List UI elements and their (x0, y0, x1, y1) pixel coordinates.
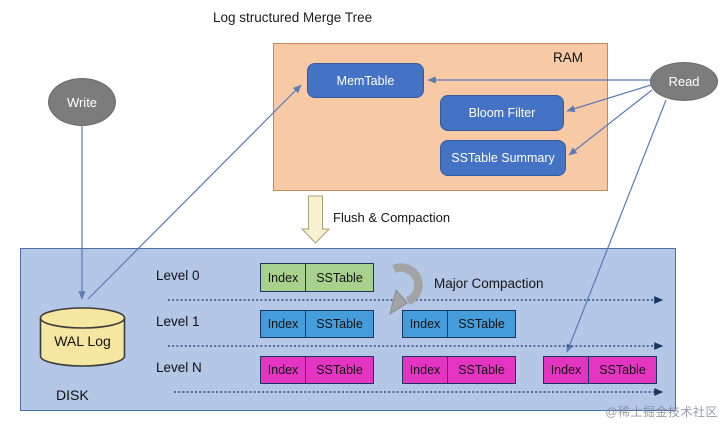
level-n-sstable-group: Index SSTable (260, 356, 374, 384)
bloom-filter-node: Bloom Filter (440, 95, 564, 131)
index-cell: Index (403, 311, 448, 337)
sstable-cell: SSTable (589, 357, 656, 383)
sstable-cell: SSTable (306, 357, 373, 383)
write-actor: Write (48, 78, 116, 126)
ram-label: RAM (553, 50, 583, 65)
watermark: @稀土掘金技术社区 (605, 405, 718, 419)
disk-label: DISK (56, 387, 89, 403)
memtable-node: MemTable (307, 63, 424, 98)
level-0-label: Level 0 (156, 268, 200, 283)
sstable-cell: SSTable (306, 311, 373, 337)
index-cell: Index (544, 357, 589, 383)
level-n-sstable-group: Index SSTable (402, 356, 516, 384)
level-1-label: Level 1 (156, 314, 200, 329)
index-cell: Index (261, 264, 306, 291)
sstable-summary-node: SSTable Summary (440, 140, 566, 176)
sstable-cell: SSTable (306, 264, 373, 291)
diagram-title: Log structured Merge Tree (213, 10, 373, 25)
level-n-sstable-group: Index SSTable (543, 356, 657, 384)
sstable-cell: SSTable (448, 357, 515, 383)
flush-down-arrow (300, 195, 331, 244)
index-cell: Index (261, 311, 306, 337)
level-n-label: Level N (156, 360, 202, 375)
level-0-sstable-group: Index SSTable (260, 263, 374, 292)
level-1-sstable-group: Index SSTable (260, 310, 374, 338)
flush-compaction-label: Flush & Compaction (333, 210, 451, 225)
major-compaction-label: Major Compaction (434, 276, 544, 291)
sstable-cell: SSTable (448, 311, 515, 337)
index-cell: Index (403, 357, 448, 383)
read-actor: Read (650, 62, 718, 101)
level-1-sstable-group: Index SSTable (402, 310, 516, 338)
index-cell: Index (261, 357, 306, 383)
